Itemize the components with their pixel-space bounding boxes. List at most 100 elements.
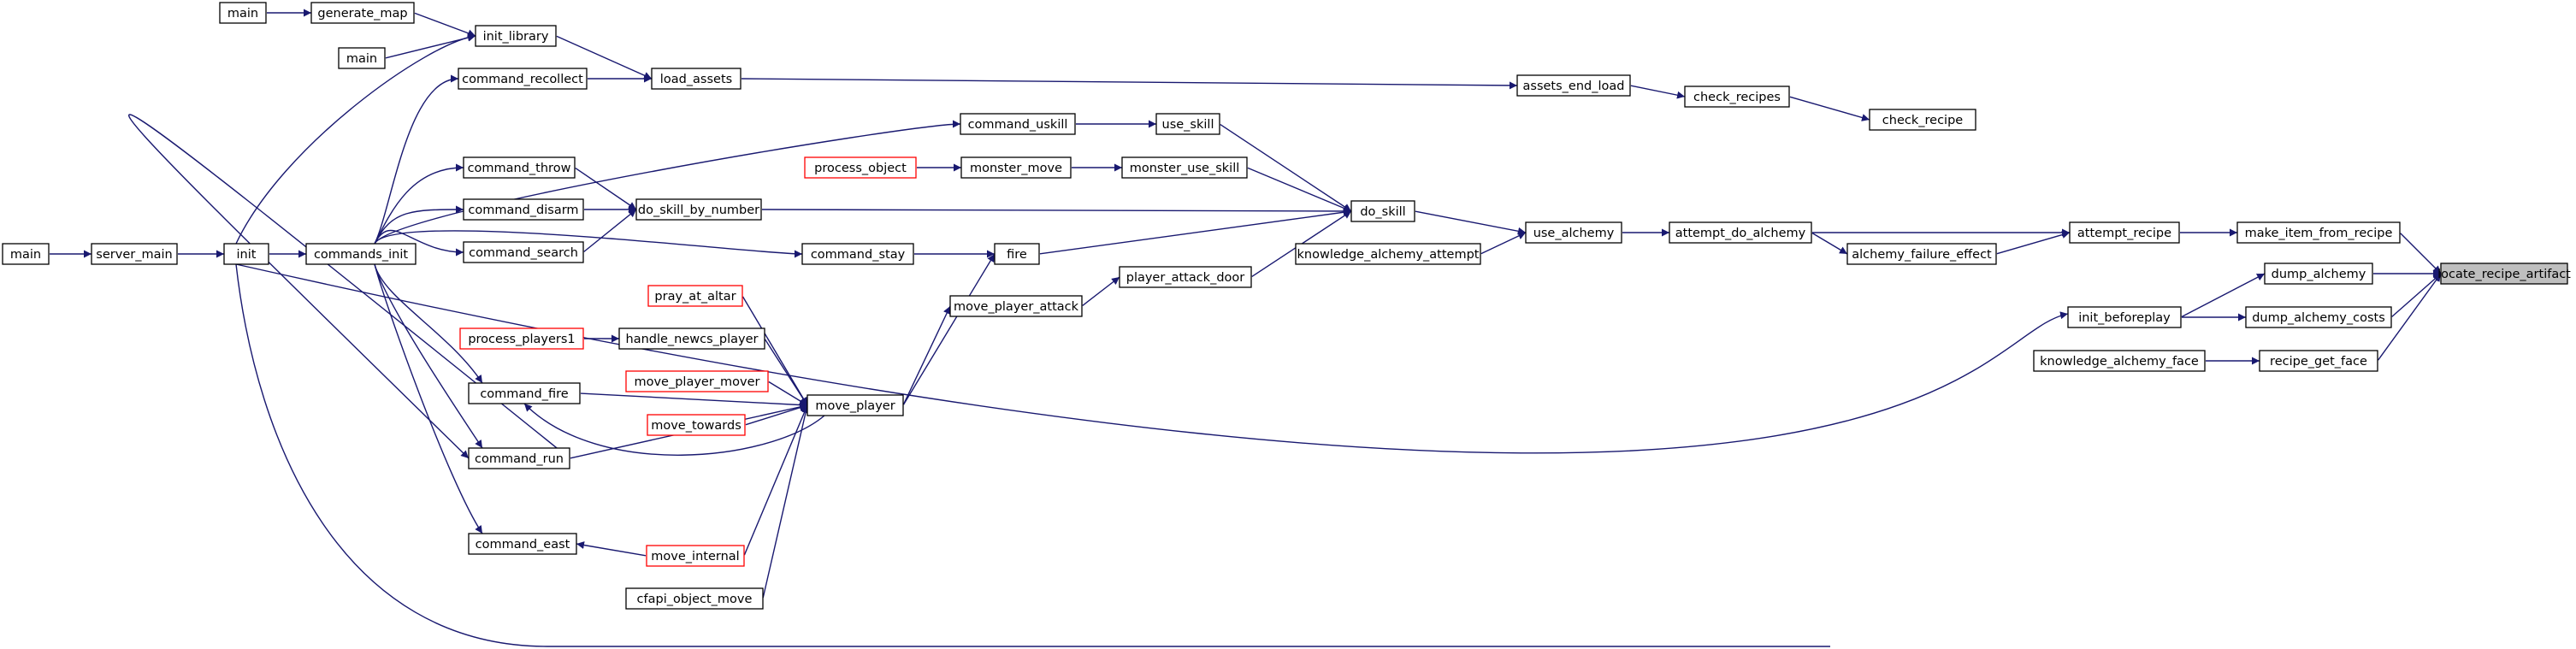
node-label: main [10,248,41,262]
node-fire[interactable]: fire [994,243,1040,265]
edge-recipe_get_face-to-locate_recipe_artifact [2378,273,2442,361]
node-attempt-recipe[interactable]: attempt_recipe [2069,221,2180,244]
nodes: locate_recipe_artifact make_item_from_rec… [2,2,2571,610]
node-main-2[interactable]: main [338,47,386,69]
node-move-internal[interactable]: move_internal [646,545,745,567]
node-label: locate_recipe_artifact [2437,268,2571,281]
node-command-uskill[interactable]: command_uskill [960,113,1076,135]
node-command-fire[interactable]: command_fire [468,382,581,404]
node-label: main [346,52,377,66]
node-box [463,241,584,263]
node-command-disarm[interactable]: command_disarm [463,198,584,221]
node-recipe-get-face[interactable]: recipe_get_face [2259,350,2378,372]
edge-move_towards-to-move_player [745,404,808,426]
node-box [994,243,1040,265]
node-load-assets[interactable]: load_assets [651,68,741,90]
node-cfapi-object-move[interactable]: cfapi_object_move [625,587,764,610]
edge-commands_init-to-command_run [374,263,483,449]
node-move-player[interactable]: move_player [806,394,904,416]
node-make-item-from-recipe[interactable]: make_item_from_recipe [2236,221,2401,244]
node-init-beforeplay[interactable]: init_beforeplay [2067,306,2182,328]
node-generate-map[interactable]: generate_map [310,2,415,24]
node-label: pray_at_altar [654,290,736,304]
node-dump-alchemy[interactable]: dump_alchemy [2264,263,2373,285]
node-label: make_item_from_recipe [2245,227,2393,240]
edge-commands_init-to-command_east [374,263,483,534]
edge-command_fire-to-move_player [580,392,808,410]
edge-knowledge_alchemy_attempt-to-use_alchemy [1480,232,1527,255]
node-do-skill[interactable]: do_skill [1350,200,1415,222]
node-box [463,198,584,221]
node-init[interactable]: init [223,243,269,265]
node-use-alchemy[interactable]: use_alchemy [1525,221,1622,244]
node-move-player-mover[interactable]: move_player_mover [625,370,769,392]
edge-dump_alchemy_costs-to-locate_recipe_artifact [2391,273,2442,317]
node-init-library[interactable]: init_library [475,25,557,47]
node-pray-at-altar[interactable]: pray_at_altar [647,285,743,307]
node-assets-end-load[interactable]: assets_end_load [1516,74,1631,97]
node-process-players1[interactable]: process_players1 [459,327,584,350]
node-player-attack-door[interactable]: player_attack_door [1119,266,1252,288]
node-main-1[interactable]: main [219,2,267,24]
node-label: recipe_get_face [2270,355,2367,369]
node-label: load_assets [660,73,732,86]
node-process-object[interactable]: process_object [804,156,917,179]
node-box [2245,306,2392,328]
node-box [801,243,914,265]
node-monster-move[interactable]: monster_move [960,156,1072,179]
edge-make_item_from_recipe-to-locate_recipe_artifact [2400,233,2442,274]
node-label: monster_use_skill [1130,162,1240,175]
node-handle-newcs-player[interactable]: handle_newcs_player [618,327,765,350]
node-label: use_skill [1162,118,1214,132]
node-commands-init[interactable]: commands_init [305,243,417,265]
node-box [2,243,50,265]
edge-move_internal-to-move_player [743,404,808,556]
node-monster-use-skill[interactable]: monster_use_skill [1121,156,1248,179]
node-use-skill[interactable]: use_skill [1155,113,1220,135]
node-command-run[interactable]: command_run [468,447,570,469]
node-dump-alchemy-costs[interactable]: dump_alchemy_costs [2245,306,2392,328]
node-server-main[interactable]: server_main [91,243,178,265]
node-command-throw[interactable]: command_throw [463,156,576,179]
node-label: monster_move [970,162,1062,175]
node-alchemy-failure-effect[interactable]: alchemy_failure_effect [1846,243,1997,265]
node-move-towards[interactable]: move_towards [647,414,746,436]
node-knowledge-alchemy-face[interactable]: knowledge_alchemy_face [2033,350,2206,372]
node-label: command_disarm [468,204,578,217]
edge-load_assets-to-assets_end_load [741,78,1518,90]
node-box [1350,200,1415,222]
node-command-recollect[interactable]: command_recollect [458,68,588,90]
node-label: generate_map [317,7,407,21]
node-box [625,587,764,610]
node-box [2259,350,2378,372]
node-label: command_recollect [462,73,583,86]
node-label: command_throw [468,162,571,175]
node-box [1155,113,1220,135]
node-box [647,414,746,436]
node-label: commands_init [314,248,408,262]
node-label: move_towards [651,419,741,433]
node-main-3[interactable]: main [2,243,50,265]
node-box [2236,221,2401,244]
node-label: knowledge_alchemy_face [2040,355,2199,369]
node-attempt-do-alchemy[interactable]: attempt_do_alchemy [1669,221,1812,244]
node-command-search[interactable]: command_search [463,241,584,263]
edge-init-bottom-route [235,263,1830,647]
node-check-recipes[interactable]: check_recipes [1684,86,1790,108]
node-box [468,533,577,555]
node-command-east[interactable]: command_east [468,533,577,555]
node-box [468,382,581,404]
node-label: assets_end_load [1523,80,1625,93]
edge-move_player-to-command_run [128,114,570,459]
node-box [1119,266,1252,288]
node-do-skill-by-number[interactable]: do_skill_by_number [635,198,762,221]
edge-pray_at_altar-to-move_player [741,296,808,406]
node-check-recipe[interactable]: check_recipe [1869,109,1976,131]
node-command-stay[interactable]: command_stay [801,243,914,265]
node-box [223,243,269,265]
node-box [91,243,178,265]
node-move-player-attack[interactable]: move_player_attack [949,295,1083,317]
node-locate-recipe-artifact[interactable]: locate_recipe_artifact [2437,263,2571,285]
node-knowledge-alchemy-attempt[interactable]: knowledge_alchemy_attempt [1295,243,1481,265]
